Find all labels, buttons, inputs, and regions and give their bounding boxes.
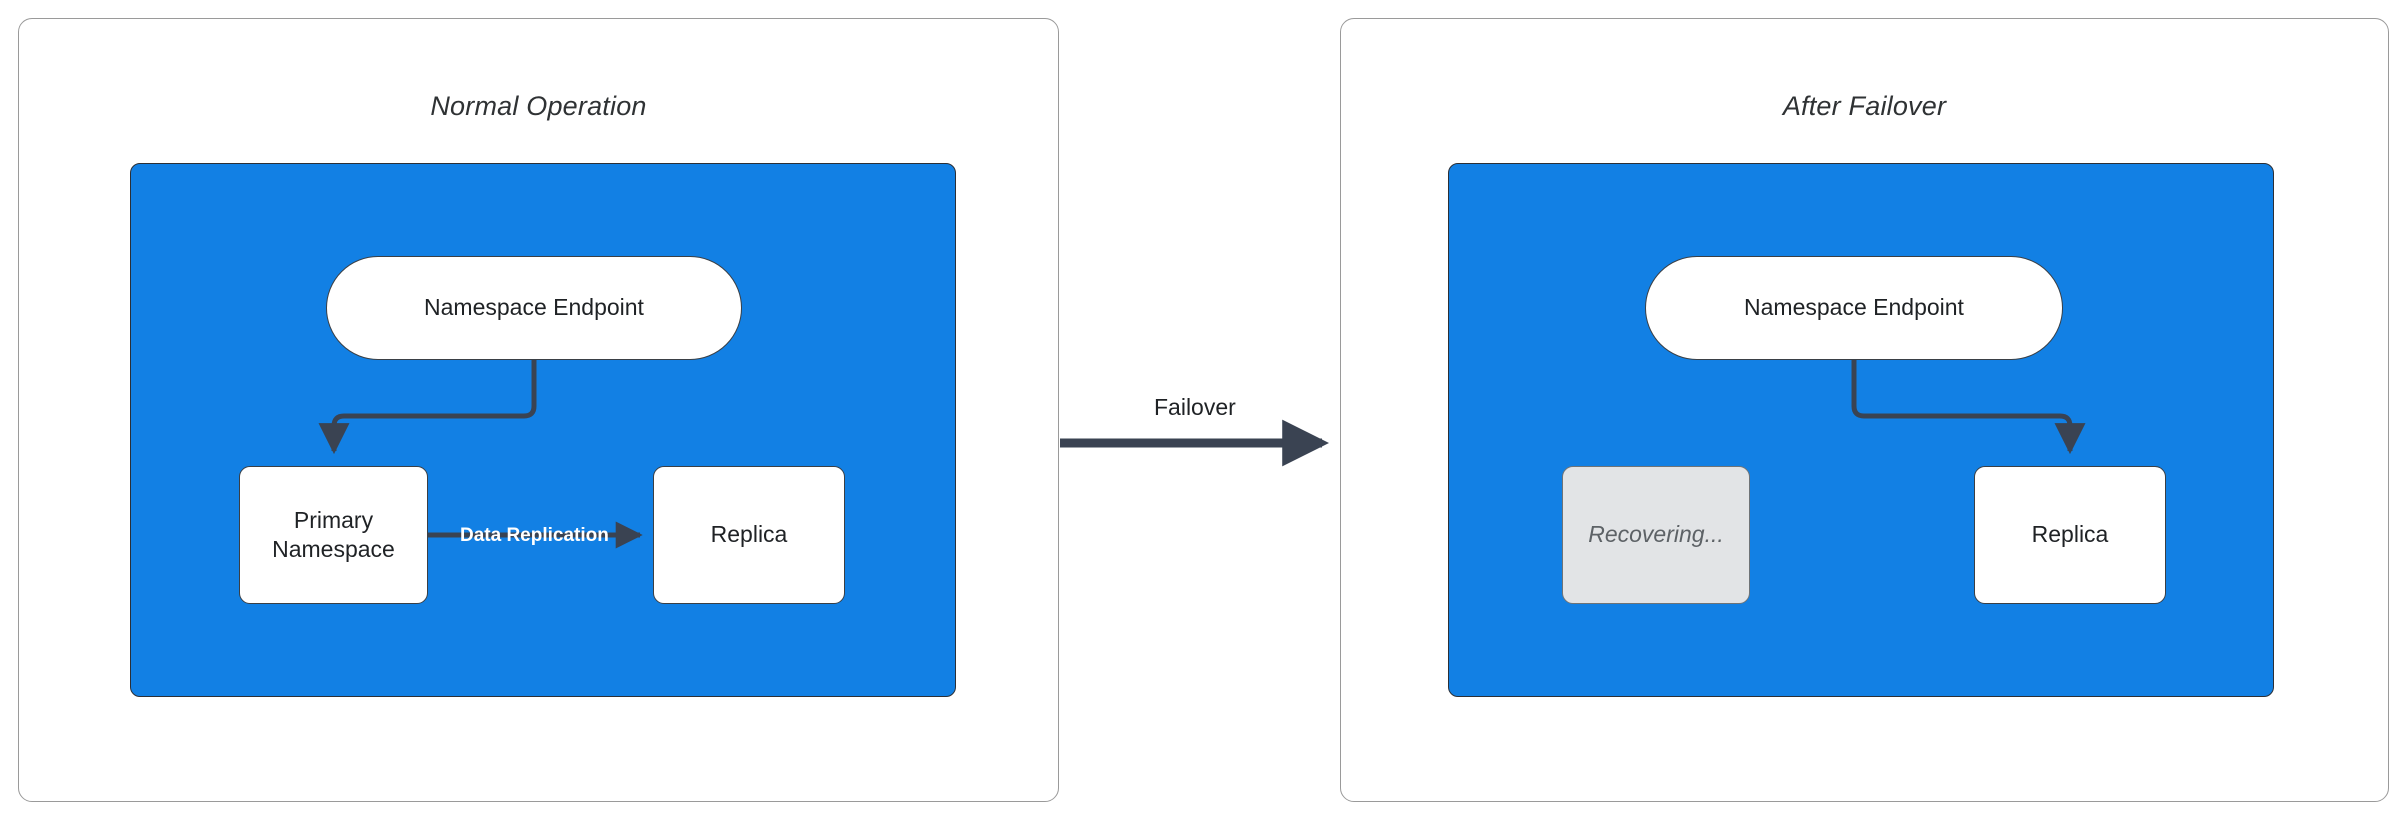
blue-group-normal-operation	[130, 163, 956, 697]
node-namespace-endpoint-left[interactable]: Namespace Endpoint	[326, 256, 742, 360]
node-replica-right[interactable]: Replica	[1974, 466, 2166, 604]
panel-title-normal-operation: Normal Operation	[430, 91, 647, 121]
node-label: Replica	[2031, 521, 2109, 548]
node-namespace-endpoint-right[interactable]: Namespace Endpoint	[1645, 256, 2063, 360]
node-label-line-2: Namespace	[272, 536, 395, 562]
node-label-line-1: Primary	[293, 506, 374, 533]
blue-group-after-failover	[1448, 163, 2274, 697]
node-label: Replica	[710, 521, 788, 548]
node-label: Namespace Endpoint	[1744, 294, 1964, 321]
transition-label-failover: Failover	[1154, 394, 1236, 420]
node-primary-namespace[interactable]: Primary Namespace	[239, 466, 428, 604]
node-recovering[interactable]: Recovering...	[1562, 466, 1750, 604]
node-replica-left[interactable]: Replica	[653, 466, 845, 604]
panel-title-after-failover: After Failover	[1782, 91, 1947, 121]
edge-label-data-replication: Data Replication	[460, 525, 609, 546]
node-label: Namespace Endpoint	[424, 294, 644, 321]
node-label: Recovering...	[1588, 521, 1724, 548]
